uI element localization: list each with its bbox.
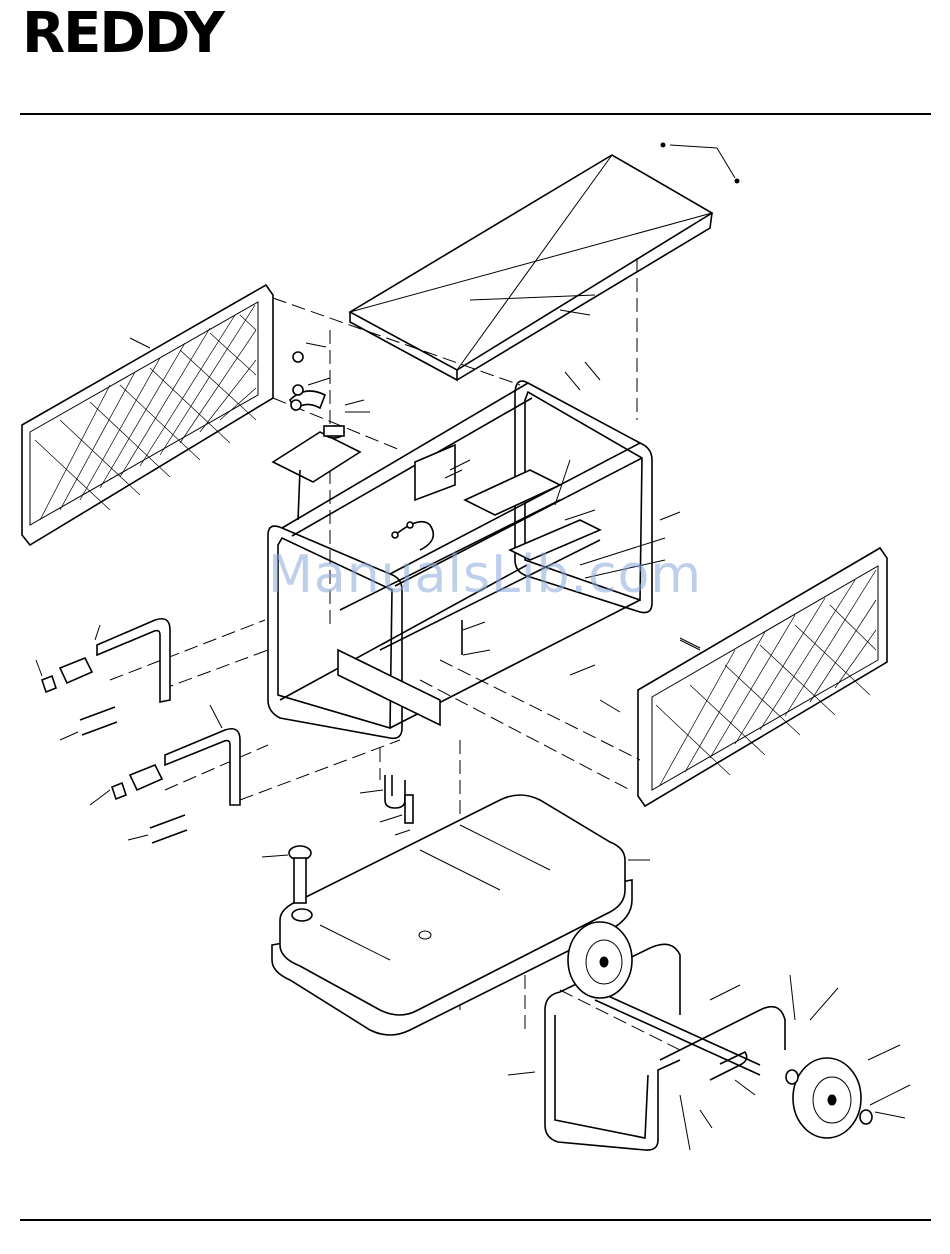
mount-bracket	[415, 445, 470, 500]
wheel-right	[786, 1058, 872, 1138]
left-grille	[22, 285, 273, 545]
mount-plate	[273, 352, 360, 520]
top-cover	[350, 143, 739, 380]
handle-upper	[42, 619, 170, 702]
handle-lower	[112, 729, 240, 805]
wheel-left	[568, 922, 632, 998]
watermark: ManualsLib.com	[268, 545, 702, 605]
